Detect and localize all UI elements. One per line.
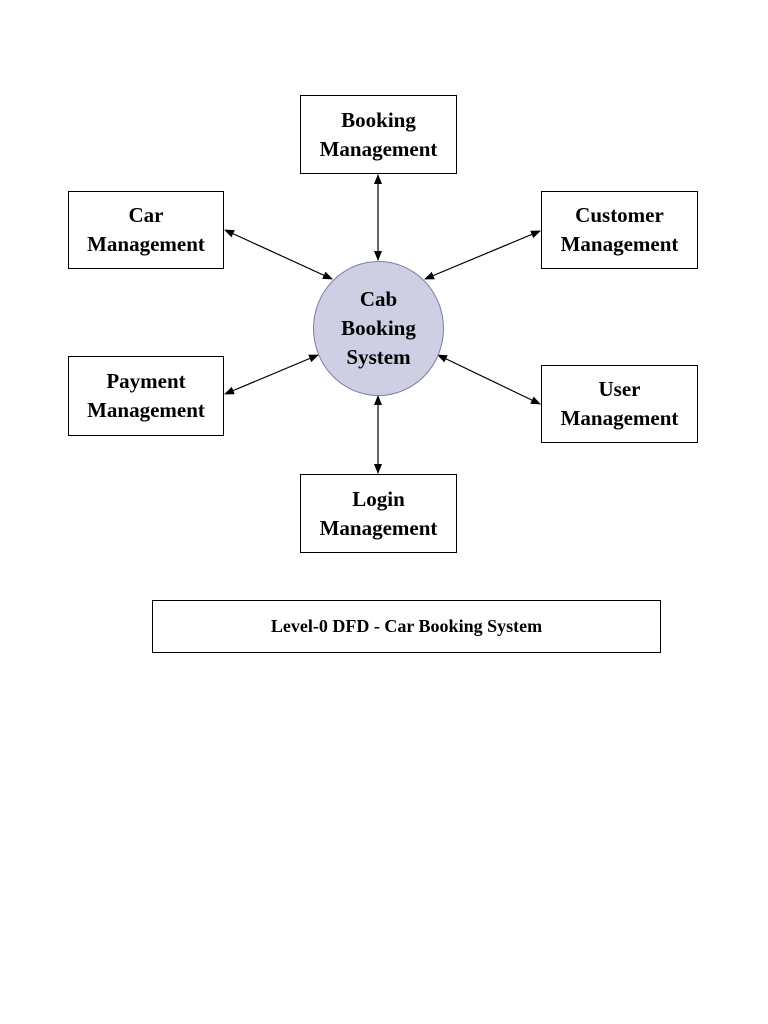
- process-label-line2: Booking: [341, 316, 416, 340]
- entity-login-management: Login Management: [300, 474, 457, 553]
- diagram-caption: Level-0 DFD - Car Booking System: [152, 600, 661, 653]
- connector-customer: [424, 230, 541, 280]
- entity-label-line2: Management: [87, 398, 205, 422]
- entity-label-line2: Management: [560, 232, 679, 256]
- entity-label-line1: Car: [128, 203, 164, 227]
- entity-label-line1: User: [598, 377, 641, 401]
- entity-user-management: User Management: [541, 365, 698, 443]
- entity-label-line1: Login: [352, 486, 405, 511]
- connector-payment: [224, 354, 319, 395]
- entity-booking-management: Booking Management: [300, 95, 457, 174]
- entity-label-line2: Management: [319, 136, 438, 161]
- entity-label-line1: Customer: [575, 203, 664, 227]
- connector-car: [224, 229, 333, 280]
- entity-label-line2: Management: [560, 406, 679, 430]
- entity-car-management: Car Management: [68, 191, 224, 269]
- entity-label-line2: Management: [87, 232, 205, 256]
- connector-user: [437, 354, 541, 405]
- entity-customer-management: Customer Management: [541, 191, 698, 269]
- entity-payment-management: Payment Management: [68, 356, 224, 436]
- entity-label-line1: Payment: [106, 369, 186, 393]
- process-label-line1: Cab: [359, 287, 398, 311]
- entity-label-line1: Booking: [341, 107, 416, 132]
- process-label-line3: System: [346, 345, 411, 369]
- entity-label-line2: Management: [319, 515, 438, 540]
- process-cab-booking-system: Cab Booking System: [313, 261, 444, 396]
